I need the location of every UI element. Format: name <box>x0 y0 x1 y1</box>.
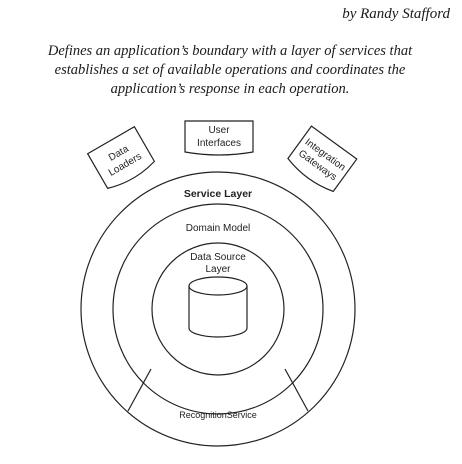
integration-gateways-shape <box>287 125 358 193</box>
description-line-1: Defines an application’s boundary with a… <box>47 43 413 59</box>
user-interfaces-shape <box>184 120 254 156</box>
data-loaders-block: Data Loaders <box>86 125 156 190</box>
domain-model-label: Domain Model <box>186 223 250 234</box>
data-source-layer-label-line-2: Layer <box>205 264 231 275</box>
service-layer-ring <box>80 171 356 447</box>
data-loaders-shape <box>86 125 156 190</box>
description-line-3: application’s response in each operation… <box>110 81 350 97</box>
user-interfaces-label-line-1: User <box>208 125 230 136</box>
data-source-layer-ring <box>151 242 285 376</box>
database-cylinder-icon <box>188 276 248 338</box>
database-cylinder-top <box>188 276 248 296</box>
recognition-service-divider-left <box>127 368 152 412</box>
integration-gateways-block: Integration Gateways <box>287 125 358 193</box>
recognition-service-divider-right <box>284 368 309 412</box>
description-line-2: establishes a set of available operation… <box>54 62 406 78</box>
data-source-layer-label-line-1: Data Source <box>190 252 246 263</box>
author-credit: by Randy Stafford <box>342 6 450 22</box>
pattern-description: Defines an application’s boundary with a… <box>20 42 440 99</box>
service-layer-label: Service Layer <box>184 188 252 200</box>
user-interfaces-label-line-2: Interfaces <box>197 138 241 149</box>
database-cylinder-body <box>188 286 248 338</box>
user-interfaces-block: User Interfaces <box>184 120 254 156</box>
recognition-service-label: RecognitionService <box>179 410 257 420</box>
domain-model-ring <box>112 203 324 415</box>
